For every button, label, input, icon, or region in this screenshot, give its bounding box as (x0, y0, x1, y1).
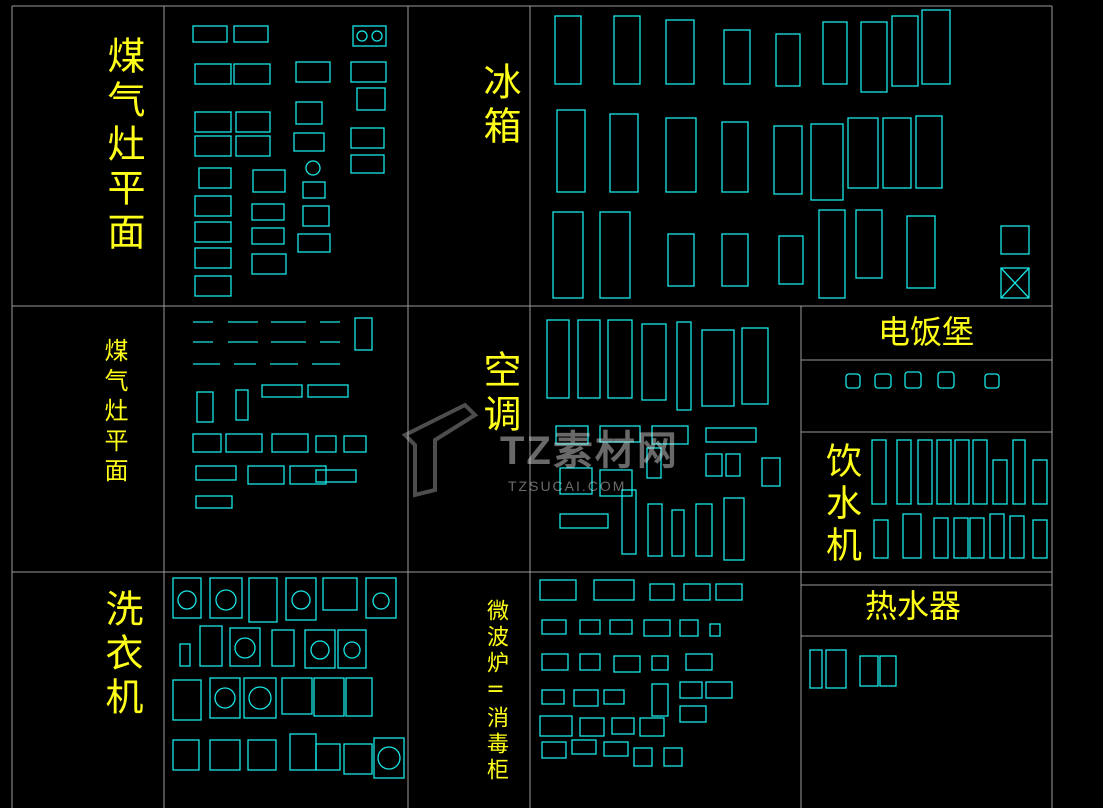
stove-symbols-top (192, 25, 387, 297)
watermark-sub: TZSUCAI.COM (508, 478, 627, 494)
label-water-dispenser: 饮水机 (820, 442, 861, 568)
label-water-heater: 热水器 (864, 587, 961, 625)
label-air-conditioner: 空调 (477, 350, 521, 438)
rice-cooker-symbols (845, 371, 1000, 389)
watermark-text: TZ素材网 (500, 429, 679, 473)
label-microwave-disinfection: 微波炉=消毒柜 (483, 598, 508, 784)
label-stove-plan-1: 煤气灶平面 (101, 36, 145, 256)
label-rice-cooker: 电饭堡 (877, 313, 974, 351)
label-fridge: 冰箱 (477, 62, 521, 150)
water-heater-symbols (809, 649, 897, 689)
microwave-symbols (539, 579, 743, 767)
fridge-symbols (552, 9, 1030, 299)
stove-symbols-side (192, 317, 373, 509)
washing-machine-symbols (172, 577, 405, 779)
label-stove-plan-2: 煤气灶平面 (100, 338, 128, 488)
ac-symbols (546, 319, 781, 561)
label-washing-machine: 洗衣机 (99, 589, 143, 721)
water-dispenser-symbols (871, 439, 1048, 559)
watermark-logo (401, 402, 479, 498)
